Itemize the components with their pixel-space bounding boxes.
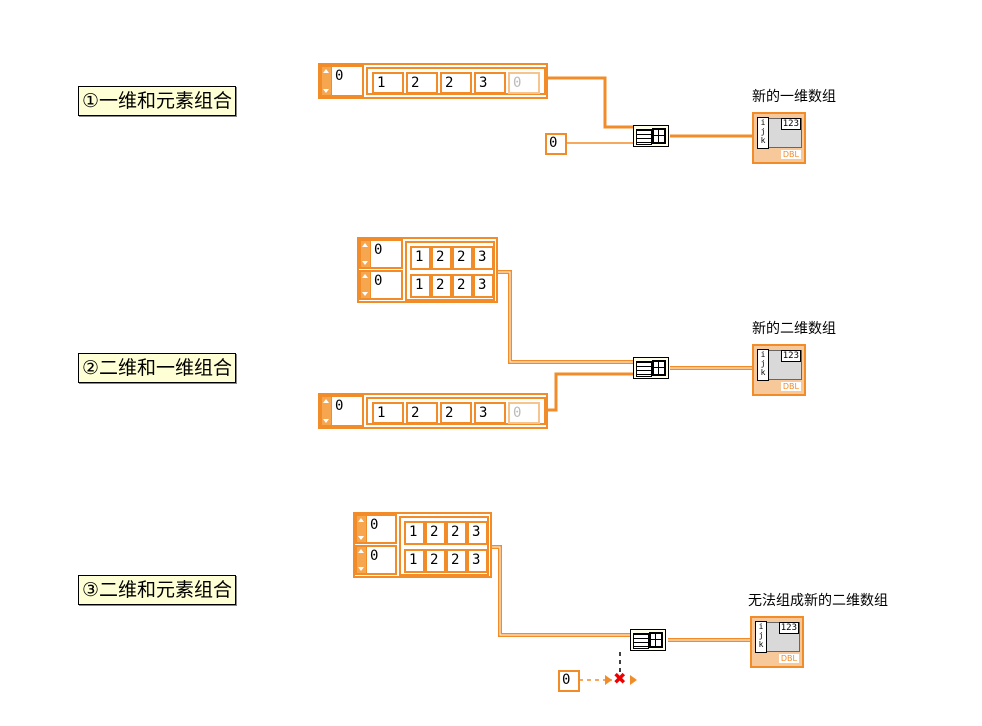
- matrix-cell[interactable]: 2: [425, 521, 446, 545]
- broken-wire-icon[interactable]: ✖: [613, 669, 627, 688]
- matrix-cell[interactable]: 3: [473, 246, 494, 270]
- section1-1d-array-control[interactable]: 0 1 2 2 3 0: [318, 63, 548, 99]
- matrix-cell[interactable]: 2: [446, 521, 467, 545]
- array-element-empty[interactable]: 0: [508, 72, 540, 94]
- build-array-node-1[interactable]: [633, 125, 669, 147]
- matrix-cell[interactable]: 2: [446, 549, 467, 573]
- section3-row-index[interactable]: 0: [355, 514, 397, 544]
- section3-label: ③二维和元素组合: [78, 575, 237, 605]
- array-element[interactable]: 2: [440, 72, 472, 94]
- section2-col-index[interactable]: 0: [359, 270, 403, 300]
- matrix-cell[interactable]: 3: [467, 521, 488, 545]
- array-element[interactable]: 2: [406, 402, 438, 424]
- array-element[interactable]: 1: [372, 72, 404, 94]
- matrix-cell[interactable]: 1: [404, 521, 425, 545]
- section1-array-index[interactable]: 0: [320, 65, 364, 97]
- section2-2d-array-control[interactable]: 0 0 1 2 2 3 1 2 2 3: [357, 237, 498, 303]
- section1-label: ①一维和元素组合: [78, 86, 237, 116]
- section3-2d-array-control[interactable]: 0 0 1 2 2 3 1 2 2 3: [353, 512, 492, 578]
- wire-2d-array-3[interactable]: [492, 545, 630, 637]
- section3-col-index[interactable]: 0: [355, 545, 397, 575]
- matrix-cell[interactable]: 2: [452, 246, 473, 270]
- build-array-node-3[interactable]: [630, 629, 666, 651]
- wire-1d-array[interactable]: [548, 76, 633, 129]
- wire-2d-array[interactable]: [498, 270, 633, 364]
- section2-array-index[interactable]: 0: [320, 395, 364, 427]
- matrix-cell[interactable]: 1: [410, 246, 431, 270]
- section3-indicator-title: 无法组成新的二维数组: [748, 593, 888, 609]
- matrix-cell[interactable]: 1: [404, 549, 425, 573]
- matrix-cell[interactable]: 1: [410, 274, 431, 298]
- array-element-empty[interactable]: 0: [508, 402, 540, 424]
- matrix-cell[interactable]: 3: [467, 549, 488, 573]
- section1-indicator-title: 新的一维数组: [752, 89, 836, 105]
- section2-indicator-title: 新的二维数组: [752, 321, 836, 337]
- array-element[interactable]: 3: [474, 72, 506, 94]
- section2-row-index[interactable]: 0: [359, 239, 403, 269]
- section3-element-constant[interactable]: 0: [558, 670, 580, 692]
- array-element[interactable]: 2: [440, 402, 472, 424]
- array-element[interactable]: 1: [372, 402, 404, 424]
- matrix-cell[interactable]: 2: [431, 274, 452, 298]
- array-element[interactable]: 3: [474, 402, 506, 424]
- section1-element-constant[interactable]: 0: [545, 133, 567, 155]
- matrix-cell[interactable]: 2: [431, 246, 452, 270]
- matrix-cell[interactable]: 3: [473, 274, 494, 298]
- wire-1d-array-2[interactable]: [548, 372, 633, 412]
- array-element[interactable]: 2: [406, 72, 438, 94]
- section2-1d-array-control[interactable]: 0 1 2 2 3 0: [318, 393, 548, 429]
- matrix-cell[interactable]: 2: [425, 549, 446, 573]
- build-array-node-2[interactable]: [633, 357, 669, 379]
- section2-label: ②二维和一维组合: [78, 353, 237, 383]
- matrix-cell[interactable]: 2: [452, 274, 473, 298]
